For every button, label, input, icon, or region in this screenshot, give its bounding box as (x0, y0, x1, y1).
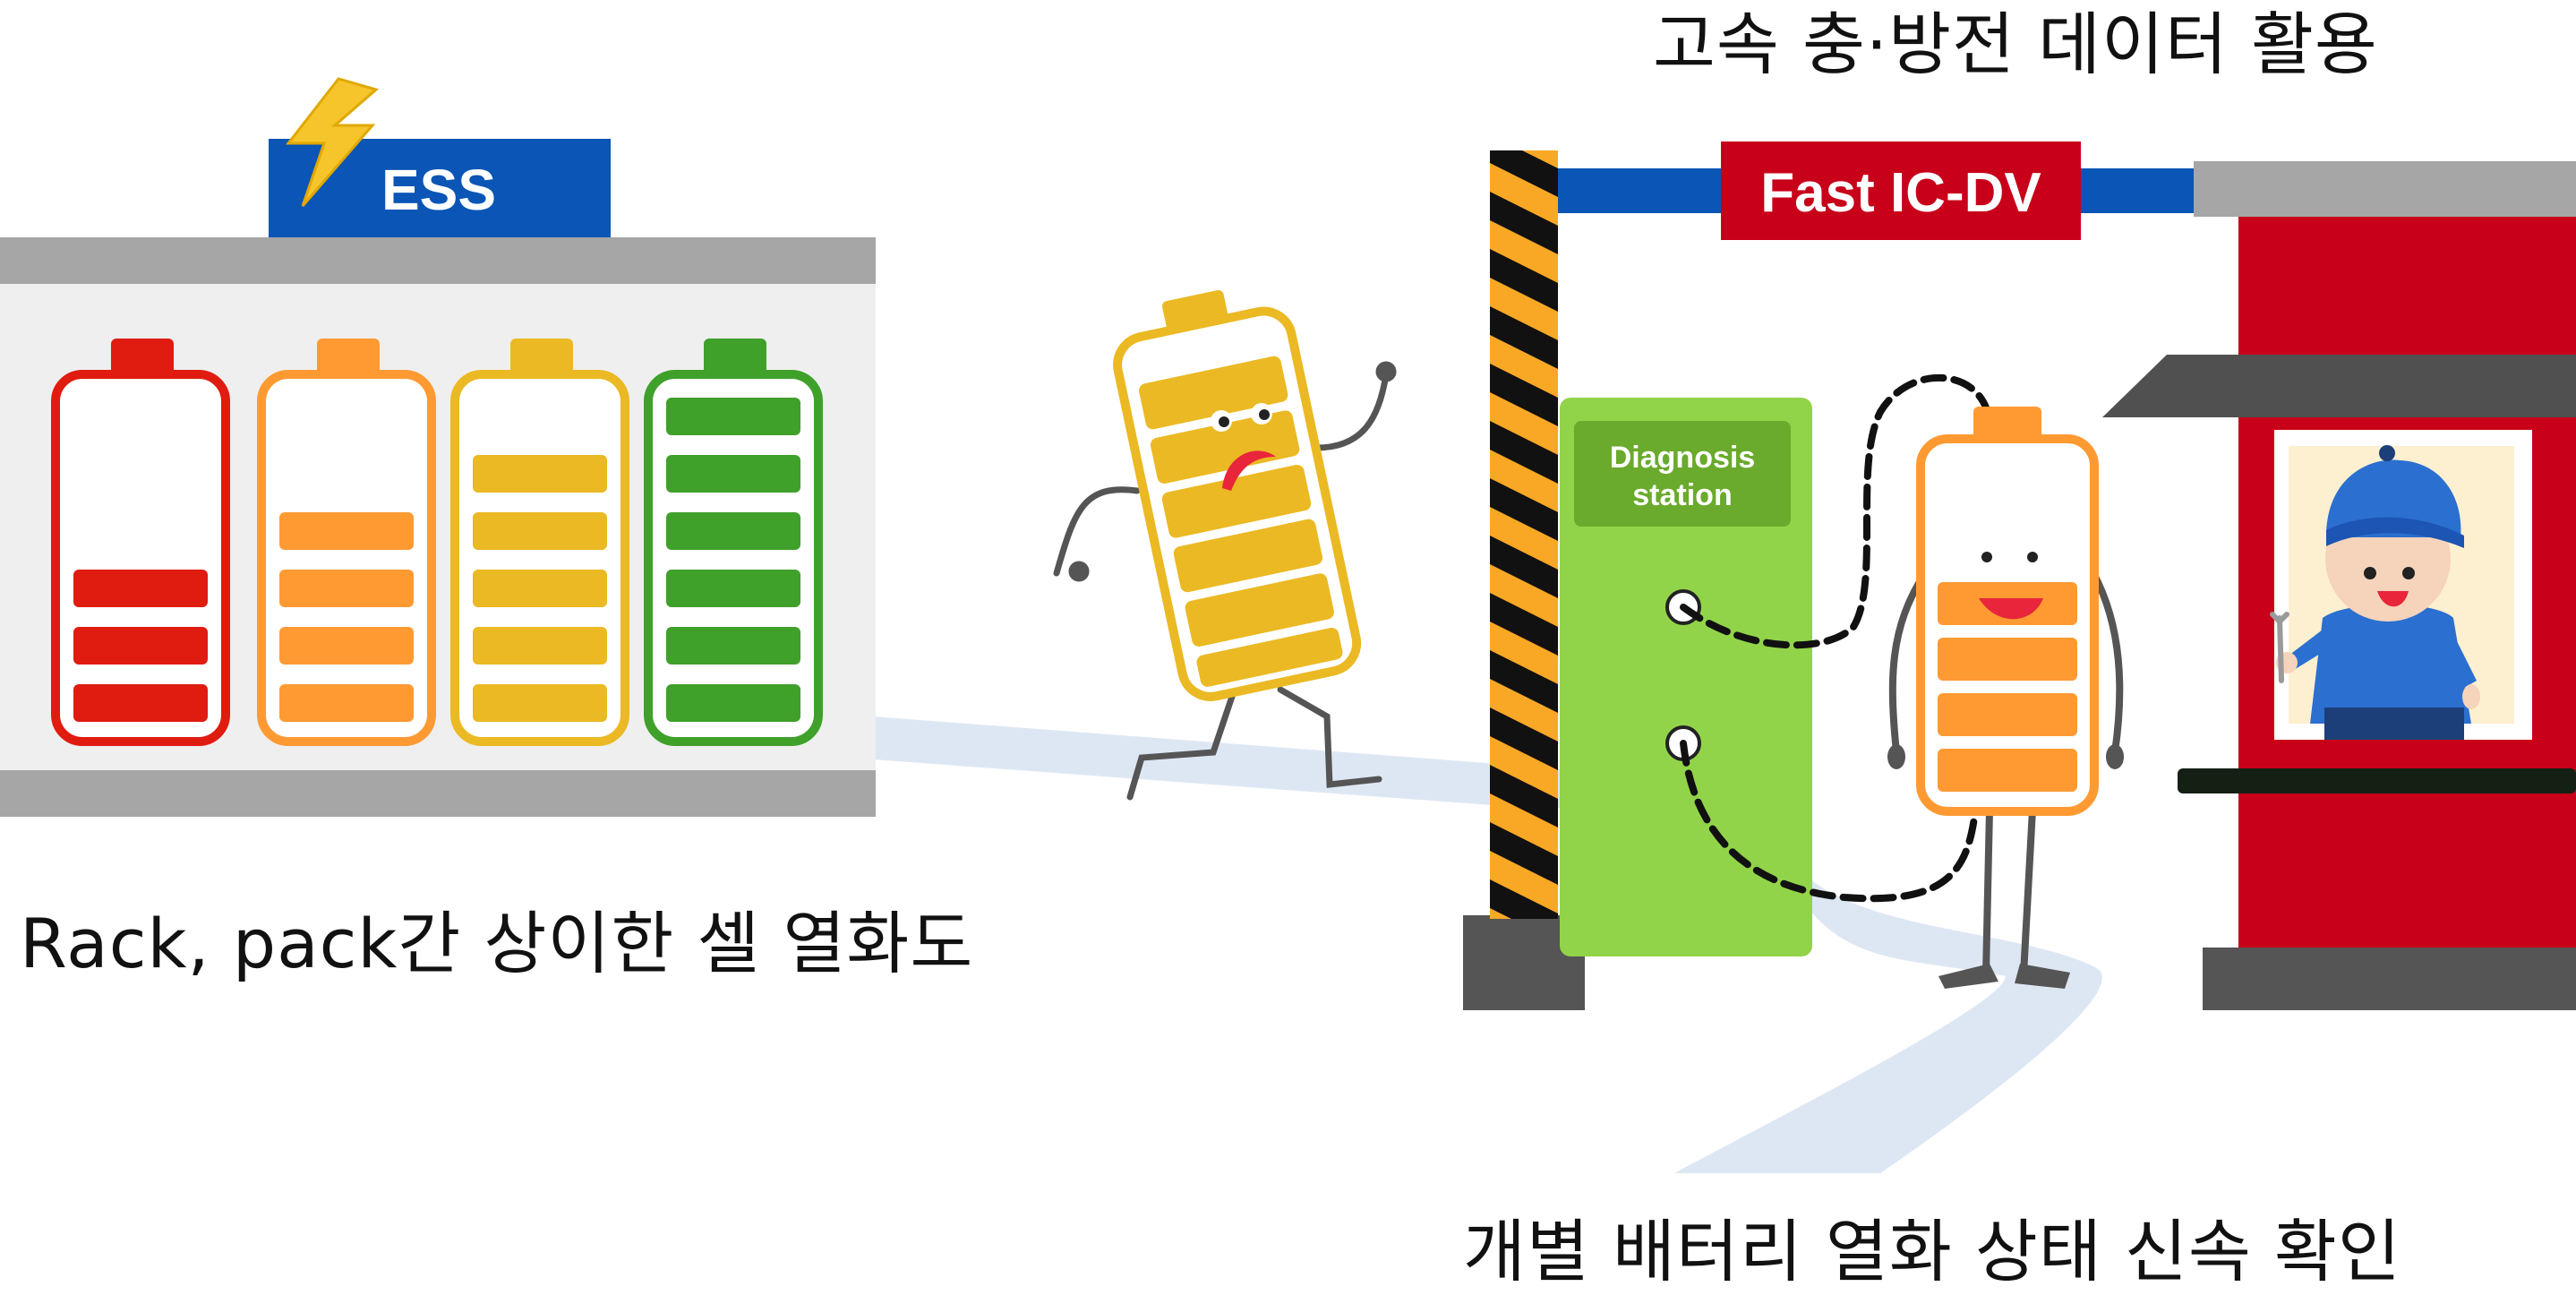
bottom-caption: 개별 배터리 열화 상태 신속 확인 (1463, 1212, 2401, 1291)
ess-battery-charge-segment (666, 398, 800, 435)
lightning-icon (285, 77, 380, 207)
ess-caption: Rack, pack간 상이한 셀 열화도 (20, 904, 974, 983)
ess-battery-charge-segment (473, 684, 607, 722)
ess-battery-charge-segment (666, 512, 800, 550)
cable-bottom (1680, 740, 1981, 903)
ess-battery-cell (257, 339, 436, 746)
gate-banner (1721, 142, 2081, 240)
attendant (2270, 445, 2480, 740)
sad-mouth (1222, 450, 1276, 491)
running-battery (1053, 289, 1397, 801)
top-caption: 고속 충·방전 데이터 활용 (1653, 4, 2378, 84)
ess-battery-charge-segment (73, 570, 208, 607)
running-battery-arms (1053, 361, 1397, 801)
hazard-stripe (1490, 306, 1558, 369)
running-battery-face (1211, 403, 1276, 491)
hazard-stripe (1490, 364, 1558, 426)
path-ribbon (873, 716, 2102, 1173)
ess-battery-cap (111, 339, 174, 378)
ess-battery-cell (644, 339, 823, 746)
ess-battery-charge-segment (473, 455, 607, 493)
hazard-stripe (1490, 421, 1558, 484)
ess-battery-charge-segment (73, 627, 208, 665)
ess-cells (51, 339, 823, 746)
ess-battery-charge-segment (666, 570, 800, 607)
gate-banner-label: Fast IC-DV (1760, 162, 2041, 224)
hazard-stripe (1490, 765, 1558, 828)
ess-battery-cap (704, 339, 766, 378)
happy-battery-right-leg (2020, 806, 2036, 978)
ess-battery-charge-segment (666, 455, 800, 493)
gate-post (1490, 150, 1558, 919)
booth-counter (2178, 768, 2576, 793)
station-label-line1: Diagnosis (1610, 441, 1755, 475)
ess-top-shelf (0, 237, 876, 284)
hazard-stripe (1490, 192, 1558, 254)
ess-battery-charge-segment (473, 627, 607, 665)
smile-mouth (1979, 598, 2043, 620)
booth-awning (2102, 355, 2576, 417)
ess-battery-cell (450, 339, 629, 746)
ess-battery-charge-segment (473, 512, 607, 550)
hazard-stripe (1490, 650, 1558, 713)
attendant-body (2310, 605, 2471, 724)
station-body (1560, 398, 1812, 956)
diagnosis-station: Diagnosis station (1560, 398, 1812, 956)
ess-sign-label: ESS (381, 158, 496, 222)
booth-base (2203, 948, 2576, 1010)
ess-battery-charge-segment (279, 684, 414, 722)
ess-bottom-shelf (0, 770, 876, 817)
attendant-arm (2289, 627, 2332, 670)
attendant-right-arm (2439, 627, 2477, 688)
station-label-line2: station (1632, 478, 1732, 512)
booth-roof (2194, 161, 2576, 217)
ess-battery-charge-segment (666, 684, 800, 722)
happy-battery-left-leg (1982, 806, 1993, 978)
ess-battery-cell (51, 339, 230, 746)
hazard-stripe (1490, 536, 1558, 598)
hazard-stripe (1490, 822, 1558, 885)
ess-battery-charge-segment (473, 570, 607, 607)
cable-top (1680, 373, 1990, 649)
station-label-plate (1574, 421, 1791, 527)
happy-battery-left-arm (1888, 570, 1929, 756)
wrench-icon (2270, 612, 2289, 683)
ess-battery-charge-segment (666, 627, 800, 665)
hazard-stripe (1490, 249, 1558, 312)
ess-battery-charge-segment (279, 512, 414, 550)
hazard-stripe (1490, 708, 1558, 770)
gate: Fast IC-DV (1463, 142, 2203, 1010)
cables (1680, 373, 1990, 903)
happy-battery-right-arm (2090, 570, 2124, 756)
hazard-stripe (1490, 593, 1558, 656)
ess-battery-charge-segment (279, 570, 414, 607)
cap-icon (2326, 459, 2461, 537)
hazard-stripe (1490, 150, 1558, 197)
hazard-stripe (1490, 478, 1558, 541)
hazard-stripe (1490, 879, 1558, 919)
ess-battery-charge-segment (73, 684, 208, 722)
ess-battery-charge-segment (279, 627, 414, 665)
ess-battery-cap (510, 339, 573, 378)
ess-battery-cap (317, 339, 380, 378)
happy-battery (1887, 407, 2124, 989)
